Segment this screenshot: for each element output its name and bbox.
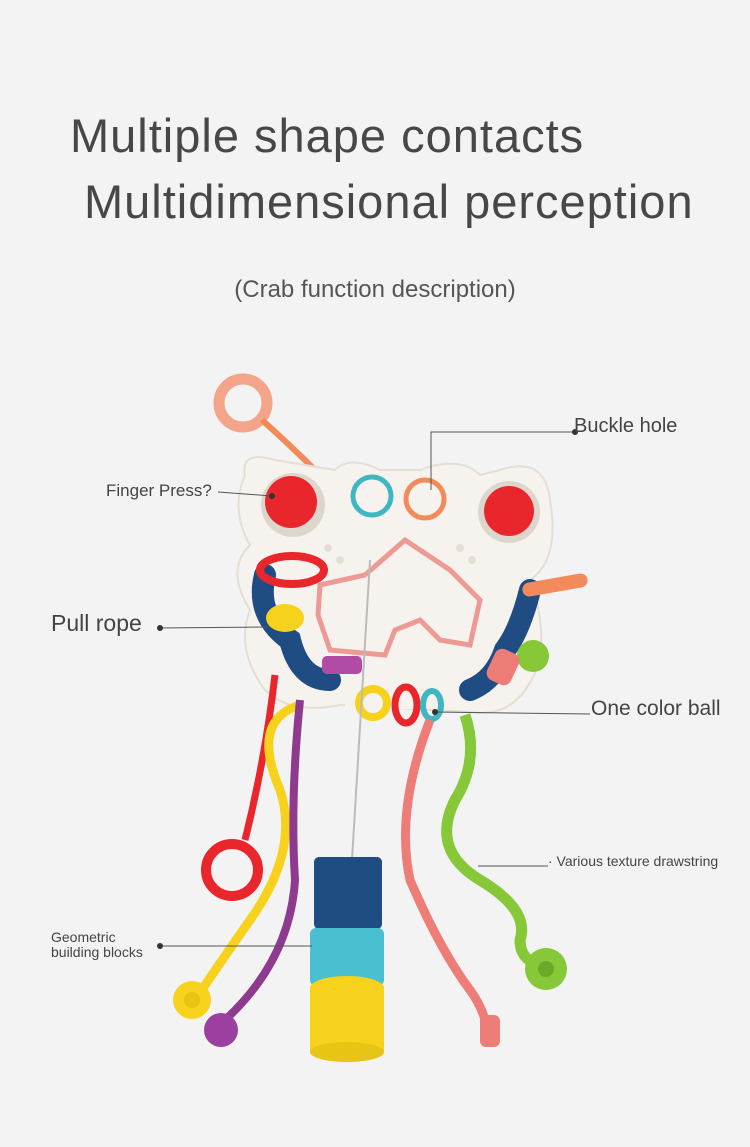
callout-buckle-hole: Buckle hole (574, 415, 678, 437)
texture-drawstrings (173, 674, 567, 1047)
crab-ornaments (256, 552, 588, 686)
callout-geometric-blocks-line1: Geometric (51, 929, 116, 945)
callout-finger-press: Finger Press? (106, 481, 212, 500)
one-color-balls (345, 683, 450, 727)
callout-texture-drawstring: · Various texture drawstring (548, 853, 719, 869)
callout-leader-lines (157, 431, 591, 947)
finger-press-buttons (261, 473, 540, 543)
callout-one-color-ball: One color ball (591, 697, 721, 720)
page-title-line2: Multidimensional perception (84, 175, 694, 228)
geometric-building-blocks (310, 857, 384, 1062)
buckle-hole-rings (350, 474, 447, 521)
callout-pull-rope: Pull rope (51, 610, 142, 636)
callout-geometric-blocks: Geometric building blocks (51, 930, 171, 960)
center-string (351, 559, 371, 861)
page-title-line1: Multiple shape contacts (70, 109, 585, 162)
callout-dots (157, 429, 578, 949)
page-subtitle: (Crab function description) (234, 276, 516, 303)
callout-geometric-blocks-line2: building blocks (51, 944, 143, 960)
